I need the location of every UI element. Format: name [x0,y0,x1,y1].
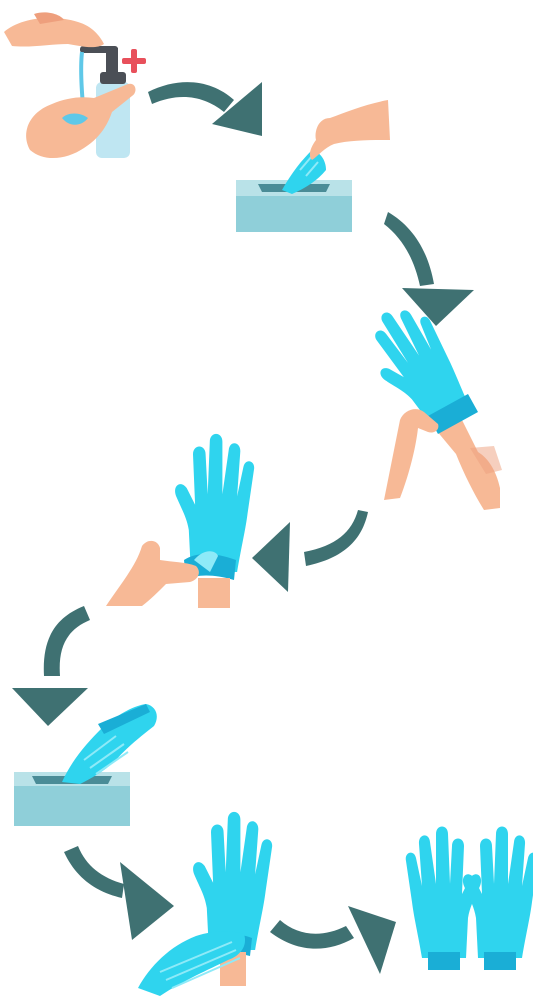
pull-glove-icon [353,294,502,510]
step-adjust-glove-cuff [106,434,254,608]
gloved-hand-thumb-icon [106,434,254,608]
arrow-step6-to-step7 [270,906,396,974]
step-both-gloves-on [406,827,533,971]
arrow-step2-to-step3 [384,212,474,326]
step-sanitize-hands [4,12,146,158]
arrow-step5-to-step6 [64,846,174,940]
arrow-step3-to-step4 [252,510,368,592]
pair-of-gloves-icon [406,827,533,971]
step-pull-on-first-glove [353,294,502,510]
hand-sanitizer-icon [4,12,146,158]
arrow-step1-to-step2 [148,82,262,136]
hand-icon [310,100,390,160]
step-take-second-glove [14,704,157,826]
arrow-step4-to-step5 [12,606,90,726]
